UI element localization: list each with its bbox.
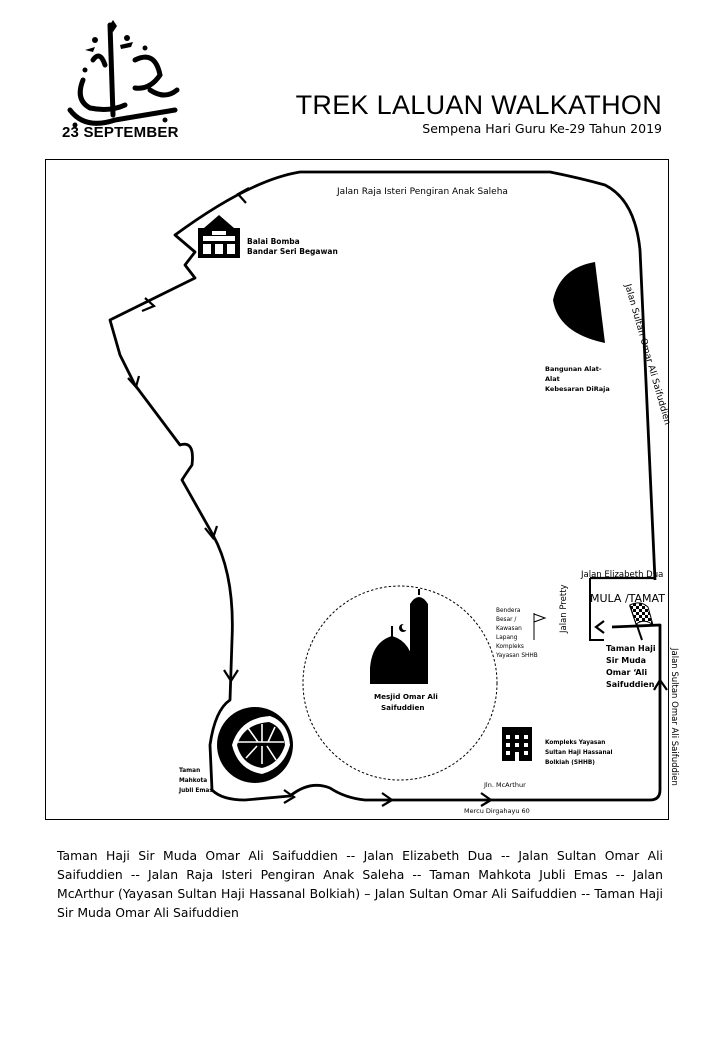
label-taman-haji-2: Sir Muda [606,656,646,665]
calligraphy-logo [67,20,180,128]
road-label-sultan-omar-2: Jalan Sultan Omar Ali Saifuddien [669,647,679,786]
direction-arrows [127,187,668,807]
road-label-mcarthur: Jln. McArthur [483,781,526,789]
label-taman-haji-1: Taman Haji [606,644,656,653]
label-bendera-3: Kawasan [496,626,522,632]
mosque-icon [370,589,428,684]
page-title: TREK LALUAN WALKATHON [295,90,662,120]
label-bomba-2: Bandar Seri Begawan [247,247,338,256]
label-kompleks-2: Sultan Haji Hassanal [545,750,612,756]
label-regalia-2: Alat [545,375,560,383]
label-mahkota-1: Taman [179,768,200,774]
label-masjid-1: Mesjid Omar Ali [374,692,438,701]
label-kompleks-1: Kompleks Yayasan [545,740,605,746]
logo-date-text: 23 SEPTEMBER [62,124,179,141]
road-label-dirgahayu: Mercu Dirgahayu 60 [464,807,530,815]
route-map-frame [45,159,669,820]
road-label-pretty: Jalan Pretty [559,584,569,634]
walk-route-line [108,170,662,802]
label-mahkota-2: Mahkota [179,778,207,784]
office-building-icon [502,727,532,761]
label-regalia-3: Kebesaran DiRaja [545,385,610,393]
label-bendera-5: Kompleks [496,644,524,650]
half-dome-icon [553,262,605,343]
jalan-pretty-stub [589,578,604,641]
label-bomba-1: Balai Bomba [247,237,300,246]
label-kompleks-3: Bolkiah (SHHB) [545,760,595,766]
flag-icon [533,613,547,640]
label-bendera-2: Besar / [496,617,516,623]
checkered-flag-icon [629,602,654,641]
road-label-raja-isteri: Jalan Raja Isteri Pengiran Anak Saleha [336,187,508,197]
label-bendera-6: Yayasan SHHB [495,653,538,659]
road-label-elizabeth: Jalan Elizabeth Dua [580,570,663,580]
label-masjid-2: Saifuddien [381,703,424,712]
label-taman-haji-3: Omar ‘Ali [606,668,647,677]
fire-station-icon [198,215,240,258]
label-mahkota-3: Jubli Emas [178,788,213,794]
route-description: Taman Haji Sir Muda Omar Ali Saifuddien … [57,848,663,920]
page-subtitle: Sempena Hari Guru Ke-29 Tahun 2019 [422,121,662,136]
label-mula-tamat: MULA /TAMAT [590,592,665,605]
label-regalia-1: Bangunan Alat- [545,365,602,373]
label-bendera-1: Bendera [496,608,521,614]
mosque-area-circle [302,585,498,781]
label-bendera-4: Lapang [496,635,518,641]
monstera-leaf-icon [217,707,293,783]
label-taman-haji-4: Saifuddien [606,680,655,689]
